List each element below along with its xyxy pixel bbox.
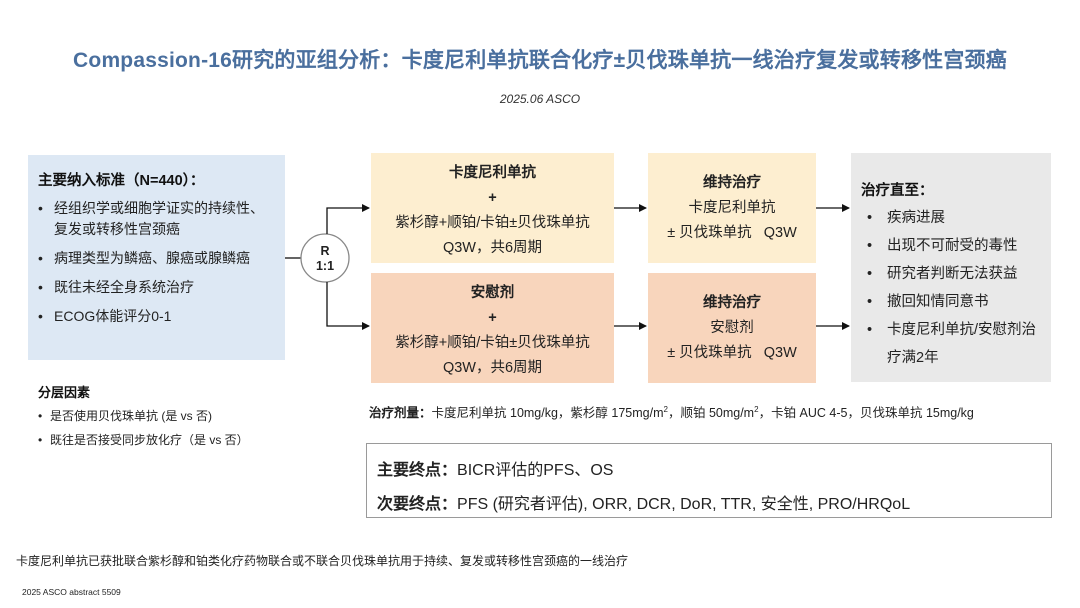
inclusion-list: 经组织学或细胞学证实的持续性、复发或转移性宫颈癌 病理类型为鳞癌、腺癌或腺鳞癌 … <box>38 198 273 327</box>
connector-rand-to-arm1 <box>326 204 370 234</box>
dose-part3: ，卡铂 AUC 4-5，贝伐珠单抗 15mg/kg <box>758 406 974 420</box>
treatment-until-item: 卡度尼利单抗/安慰剂治疗满2年 <box>861 316 1041 372</box>
maintenance-arm1-box: 维持治疗 卡度尼利单抗 ± 贝伐珠单抗 Q3W <box>648 153 816 263</box>
slide-title: Compassion-16研究的亚组分析：卡度尼利单抗联合化疗±贝伐珠单抗一线治… <box>73 49 1007 72</box>
randomization-ratio: 1:1 <box>315 259 335 273</box>
maintenance1-addon: ± 贝伐珠单抗 Q3W <box>667 225 797 241</box>
stratification-title: 分层因素 <box>38 385 91 400</box>
arm-placebo-box: 安慰剂 + 紫杉醇+顺铂/卡铂±贝伐珠单抗 Q3W，共6周期 <box>371 273 614 383</box>
secondary-endpoint-label: 次要终点： <box>377 496 458 513</box>
arm2-regimen: 紫杉醇+顺铂/卡铂±贝伐珠单抗 <box>395 335 590 351</box>
inclusion-item: ECOG体能评分0-1 <box>38 306 273 327</box>
arm2-drug: 安慰剂 <box>470 285 515 301</box>
arm1-schedule: Q3W，共6周期 <box>442 240 543 256</box>
secondary-endpoint: 次要终点：PFS (研究者评估), ORR, DCR, DoR, TTR, 安全… <box>377 488 1051 522</box>
dose-part1: 卡度尼利单抗 10mg/kg，紫杉醇 175mg/m <box>431 406 664 420</box>
maintenance1-title: 维持治疗 <box>703 175 761 191</box>
treatment-until-box: 治疗直至： 疾病进展 出现不可耐受的毒性 研究者判断无法获益 撤回知情同意书 卡… <box>851 153 1051 382</box>
dose-label: 治疗剂量： <box>369 406 432 420</box>
dose-sup1: 2 <box>663 404 668 414</box>
primary-endpoint-label: 主要终点： <box>377 462 458 479</box>
maintenance2-title: 维持治疗 <box>703 295 761 311</box>
dose-line: 治疗剂量：卡度尼利单抗 10mg/kg，紫杉醇 175mg/m2，顺铂 50mg… <box>369 402 974 421</box>
treatment-until-list: 疾病进展 出现不可耐受的毒性 研究者判断无法获益 撤回知情同意书 卡度尼利单抗/… <box>861 204 1041 372</box>
inclusion-item: 既往未经全身系统治疗 <box>38 277 273 298</box>
inclusion-criteria-box: 主要纳入标准（N=440）： 经组织学或细胞学证实的持续性、复发或转移性宫颈癌 … <box>28 155 285 360</box>
primary-endpoint-value: BICR评估的PFS、OS <box>457 462 614 479</box>
randomization-r: R <box>320 244 330 258</box>
arm1-drug: 卡度尼利单抗 <box>449 165 536 181</box>
approval-footnote: 卡度尼利单抗已获批联合紫杉醇和铂类化疗药物联合或不联合贝伐珠单抗用于持续、复发或… <box>16 554 629 568</box>
dose-part2: ，顺铂 50mg/m <box>667 406 755 420</box>
arm1-plus: + <box>488 190 497 206</box>
inclusion-item: 经组织学或细胞学证实的持续性、复发或转移性宫颈癌 <box>38 198 273 240</box>
treatment-until-item: 研究者判断无法获益 <box>861 260 1041 288</box>
primary-endpoint: 主要终点：BICR评估的PFS、OS <box>377 454 1051 488</box>
treatment-until-item: 出现不可耐受的毒性 <box>861 232 1041 260</box>
treatment-until-item: 疾病进展 <box>861 204 1041 232</box>
stratification-item: 既往是否接受同步放化疗（是 vs 否） <box>38 428 249 452</box>
slide-subtitle: 2025.06 ASCO <box>499 92 581 106</box>
arm1-regimen: 紫杉醇+顺铂/卡铂±贝伐珠单抗 <box>395 215 590 231</box>
inclusion-title: 主要纳入标准（N=440）： <box>38 173 205 189</box>
randomization-circle <box>300 233 350 283</box>
maintenance2-addon: ± 贝伐珠单抗 Q3W <box>667 345 797 361</box>
stratification-item: 是否使用贝伐珠单抗 (是 vs 否) <box>38 404 249 428</box>
inclusion-item: 病理类型为鳞癌、腺癌或腺鳞癌 <box>38 248 273 269</box>
connector-rand-to-arm2 <box>326 282 370 330</box>
secondary-endpoint-value: PFS (研究者评估), ORR, DCR, DoR, TTR, 安全性, PR… <box>457 496 911 513</box>
maintenance2-drug: 安慰剂 <box>710 320 754 336</box>
arm2-schedule: Q3W，共6周期 <box>442 360 543 376</box>
reference-text: 2025 ASCO abstract 5509 <box>22 587 121 597</box>
treatment-until-title: 治疗直至： <box>861 183 934 199</box>
arm2-plus: + <box>488 310 497 326</box>
endpoints-box: 主要终点：BICR评估的PFS、OS 次要终点：PFS (研究者评估), ORR… <box>366 443 1052 518</box>
arm-camrelizumab-box: 卡度尼利单抗 + 紫杉醇+顺铂/卡铂±贝伐珠单抗 Q3W，共6周期 <box>371 153 614 263</box>
randomization-label: R 1:1 <box>303 244 347 274</box>
maintenance-arm2-box: 维持治疗 安慰剂 ± 贝伐珠单抗 Q3W <box>648 273 816 383</box>
maintenance1-drug: 卡度尼利单抗 <box>688 200 776 216</box>
treatment-until-item: 撤回知情同意书 <box>861 288 1041 316</box>
stratification-list: 是否使用贝伐珠单抗 (是 vs 否) 既往是否接受同步放化疗（是 vs 否） <box>38 404 249 452</box>
dose-sup2: 2 <box>754 404 759 414</box>
